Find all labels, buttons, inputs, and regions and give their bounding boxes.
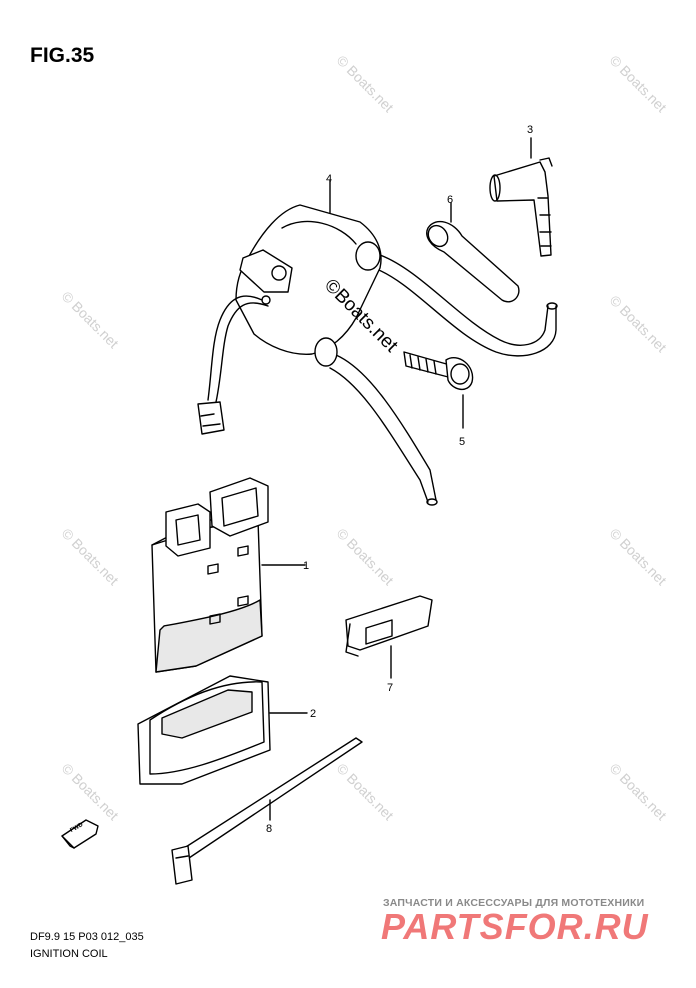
diagram-code: DF9.9 15 P03 012_035 — [30, 931, 144, 943]
callout-7: 7 — [387, 682, 394, 694]
cdi-holder — [137, 675, 308, 785]
callout-8: 8 — [266, 823, 273, 835]
callout-2: 2 — [310, 708, 317, 720]
ignition-coil — [197, 179, 558, 506]
spark-plug-cap — [489, 137, 553, 257]
callout-5: 5 — [459, 436, 466, 448]
fwd-arrow — [61, 819, 99, 849]
wire-clamp — [345, 595, 433, 679]
callout-1: 1 — [303, 560, 310, 572]
callout-6: 6 — [447, 194, 454, 206]
parts-tagline: ЗАПЧАСТИ И АКСЕССУАРЫ ДЛЯ МОТОТЕХНИКИ — [383, 897, 645, 909]
parts-logo[interactable]: PARTSFOR.RU — [381, 906, 649, 947]
figure-title: FIG.35 — [30, 44, 95, 67]
cable-tie — [171, 737, 363, 885]
callout-4: 4 — [326, 173, 333, 185]
cable-sleeve — [426, 202, 520, 303]
diagram-name: IGNITION COIL — [30, 948, 108, 960]
bolt — [403, 351, 474, 429]
callout-3: 3 — [527, 124, 534, 136]
cdi-unit — [151, 477, 306, 673]
